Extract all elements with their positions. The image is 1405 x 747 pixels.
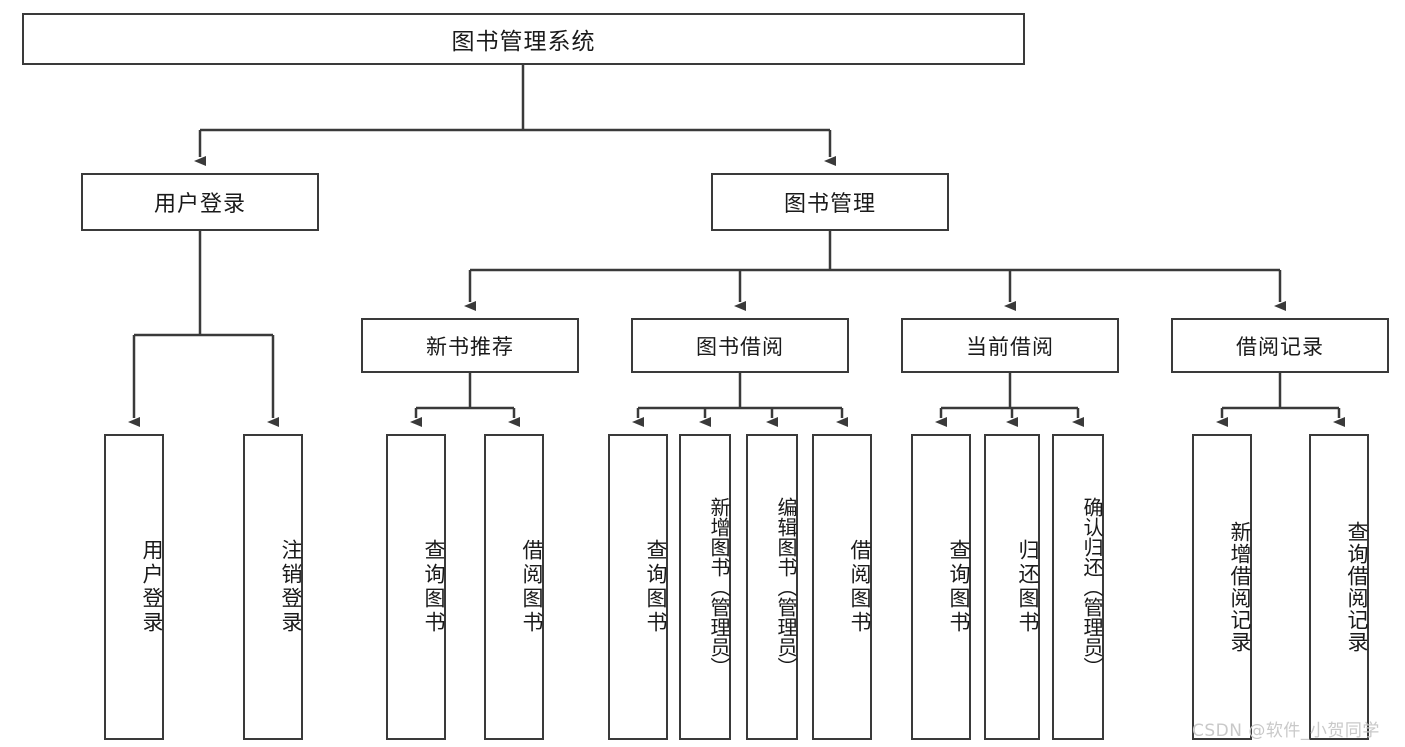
node-leaf-borrow-book-1-label: 借阅图书	[520, 539, 544, 635]
node-book-borrow[interactable]: 图书借阅	[631, 318, 849, 373]
node-leaf-user-login-label: 用户登录	[140, 539, 164, 635]
node-leaf-confirm-return-label: 确认归还（管理员）	[1080, 497, 1104, 677]
node-leaf-add-book-label: 新增图书（管理员）	[707, 497, 731, 677]
node-leaf-query-book-3[interactable]: 查询图书	[911, 434, 971, 740]
node-root[interactable]: 图书管理系统	[22, 13, 1025, 65]
node-user-login-label: 用户登录	[153, 192, 246, 217]
node-leaf-return-book[interactable]: 归还图书	[984, 434, 1040, 740]
node-leaf-edit-book[interactable]: 编辑图书（管理员）	[746, 434, 798, 740]
node-leaf-borrow-book-2[interactable]: 借阅图书	[812, 434, 872, 740]
node-root-label: 图书管理系统	[451, 29, 596, 55]
node-leaf-logout-label: 注销登录	[279, 539, 303, 635]
csdn-watermark: CSDN @软件_小贺同学	[1192, 716, 1380, 741]
node-leaf-query-book-2[interactable]: 查询图书	[608, 434, 668, 740]
node-leaf-borrow-book-1[interactable]: 借阅图书	[484, 434, 544, 740]
node-leaf-query-record[interactable]: 查询借阅记录	[1309, 434, 1369, 740]
node-leaf-user-login[interactable]: 用户登录	[104, 434, 164, 740]
node-new-book-recommend[interactable]: 新书推荐	[361, 318, 579, 373]
node-book-borrow-label: 图书借阅	[696, 334, 784, 359]
node-leaf-confirm-return[interactable]: 确认归还（管理员）	[1052, 434, 1104, 740]
node-book-manage[interactable]: 图书管理	[711, 173, 949, 231]
node-borrow-record-label: 借阅记录	[1236, 334, 1324, 359]
node-leaf-query-book-2-label: 查询图书	[644, 539, 668, 635]
node-current-borrow[interactable]: 当前借阅	[901, 318, 1119, 373]
node-current-borrow-label: 当前借阅	[966, 334, 1054, 359]
node-leaf-borrow-book-2-label: 借阅图书	[848, 539, 872, 635]
node-user-login[interactable]: 用户登录	[81, 173, 319, 231]
node-leaf-query-book-1-label: 查询图书	[422, 539, 446, 635]
node-leaf-return-book-label: 归还图书	[1016, 539, 1040, 635]
node-leaf-query-book-3-label: 查询图书	[947, 539, 971, 635]
node-leaf-query-book-1[interactable]: 查询图书	[386, 434, 446, 740]
csdn-watermark-text: CSDN @软件_小贺同学	[1192, 721, 1380, 741]
node-leaf-add-record[interactable]: 新增借阅记录	[1192, 434, 1252, 740]
node-book-manage-label: 图书管理	[783, 192, 876, 217]
node-leaf-logout[interactable]: 注销登录	[243, 434, 303, 740]
node-leaf-add-book[interactable]: 新增图书（管理员）	[679, 434, 731, 740]
node-new-book-recommend-label: 新书推荐	[426, 334, 514, 359]
node-leaf-edit-book-label: 编辑图书（管理员）	[774, 497, 798, 677]
node-borrow-record[interactable]: 借阅记录	[1171, 318, 1389, 373]
node-leaf-add-record-label: 新增借阅记录	[1228, 521, 1252, 653]
node-leaf-query-record-label: 查询借阅记录	[1345, 521, 1369, 653]
